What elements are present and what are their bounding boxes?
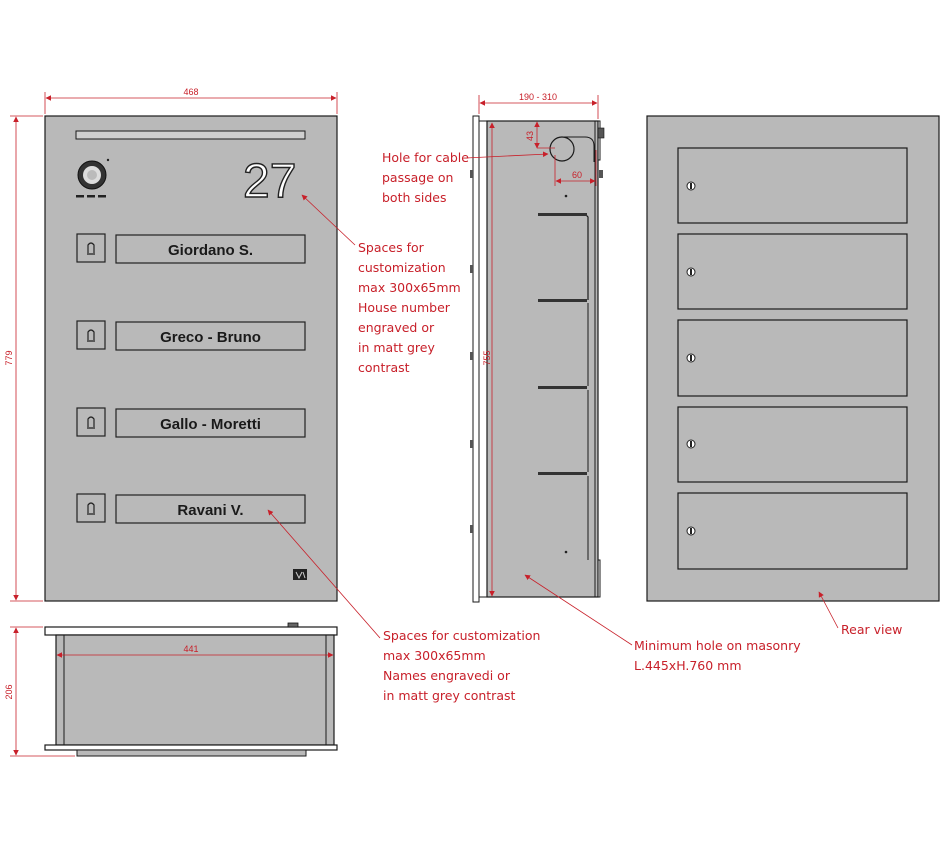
side-body <box>486 120 599 598</box>
hole-offset-dimension: 43 <box>525 121 555 149</box>
nameplate-row-4: Ravani V. <box>76 493 306 524</box>
nameplate <box>115 234 306 264</box>
nameplate-text: Ravani V. <box>177 502 243 519</box>
logo-icon <box>293 569 307 580</box>
side-view: 190 - 310 755 43 60 <box>470 92 605 603</box>
bell-icon <box>87 502 95 515</box>
front-height-dimension: 779 <box>4 115 43 602</box>
nameplate-row-3: Gallo - Moretti <box>76 407 306 438</box>
annotation-spaces-names: Spaces for customization max 300x65mm Na… <box>267 509 544 703</box>
nameplate-text: Greco - Bruno <box>160 329 261 346</box>
annotation-rear-view: Rear view <box>818 591 902 637</box>
hole-size-label: 60 <box>572 170 582 180</box>
rear-door[interactable] <box>677 147 908 224</box>
nameplate-row-2: Greco - Bruno <box>76 320 306 351</box>
bell-button[interactable] <box>76 320 106 350</box>
annotation-text: Spaces for customization max 300x65mm Ho… <box>358 240 465 375</box>
nameplate <box>115 408 306 438</box>
bottom-width-label: 441 <box>183 644 198 654</box>
mail-slot <box>75 130 306 140</box>
annotation-text: Minimum hole on masonry L.445xH.760 mm <box>634 638 805 673</box>
rear-door[interactable] <box>677 406 908 483</box>
hole-offset-label: 43 <box>525 131 535 141</box>
front-view: 27 Giordano S. Greco - Bruno Gallo - Mor… <box>4 87 338 602</box>
side-height-label: 755 <box>482 350 492 365</box>
nameplate <box>115 494 306 524</box>
side-depth-label: 190 - 310 <box>519 92 557 102</box>
side-front-plate <box>472 115 480 603</box>
annotation-text: Spaces for customization max 300x65mm Na… <box>383 628 544 703</box>
bell-button[interactable] <box>76 493 106 523</box>
rear-door[interactable] <box>677 492 908 570</box>
rear-door[interactable] <box>677 319 908 397</box>
bell-icon <box>87 329 95 342</box>
front-width-label: 468 <box>183 87 198 97</box>
side-height-dimension: 755 <box>482 122 495 597</box>
front-height-label: 779 <box>4 350 14 365</box>
camera-icon <box>76 158 110 198</box>
bottom-view: 441 206 <box>4 622 338 757</box>
annotation-text: Rear view <box>841 622 902 637</box>
bottom-depth-label: 206 <box>4 684 14 699</box>
side-depth-dimension: 190 - 310 <box>478 92 599 119</box>
bell-icon <box>87 242 95 255</box>
bell-button[interactable] <box>76 407 106 437</box>
front-width-dimension: 468 <box>44 87 338 114</box>
annotation-text: Hole for cable passage on both sides <box>382 150 473 205</box>
annotation-hole-cable: Hole for cable passage on both sides <box>382 150 549 205</box>
house-number: 27 <box>243 155 296 208</box>
nameplate-text: Gallo - Moretti <box>160 416 261 433</box>
nameplate-text: Giordano S. <box>168 242 253 259</box>
bottom-hinge <box>287 622 299 628</box>
annotation-min-hole: Minimum hole on masonry L.445xH.760 mm <box>524 574 805 673</box>
bell-icon <box>87 416 95 429</box>
bottom-flange <box>44 626 338 636</box>
nameplate <box>115 321 306 351</box>
nameplate-row-1: Giordano S. <box>76 233 306 264</box>
bottom-width-dimension: 441 <box>56 644 334 658</box>
rear-view <box>646 115 940 602</box>
hole-size-dimension: 60 <box>554 150 597 186</box>
annotation-spaces-house: Spaces for customization max 300x65mm Ho… <box>301 194 465 375</box>
bell-button[interactable] <box>76 233 106 263</box>
bottom-depth-dimension: 206 <box>4 626 75 757</box>
cable-hole <box>549 136 575 162</box>
rear-door[interactable] <box>677 233 908 310</box>
